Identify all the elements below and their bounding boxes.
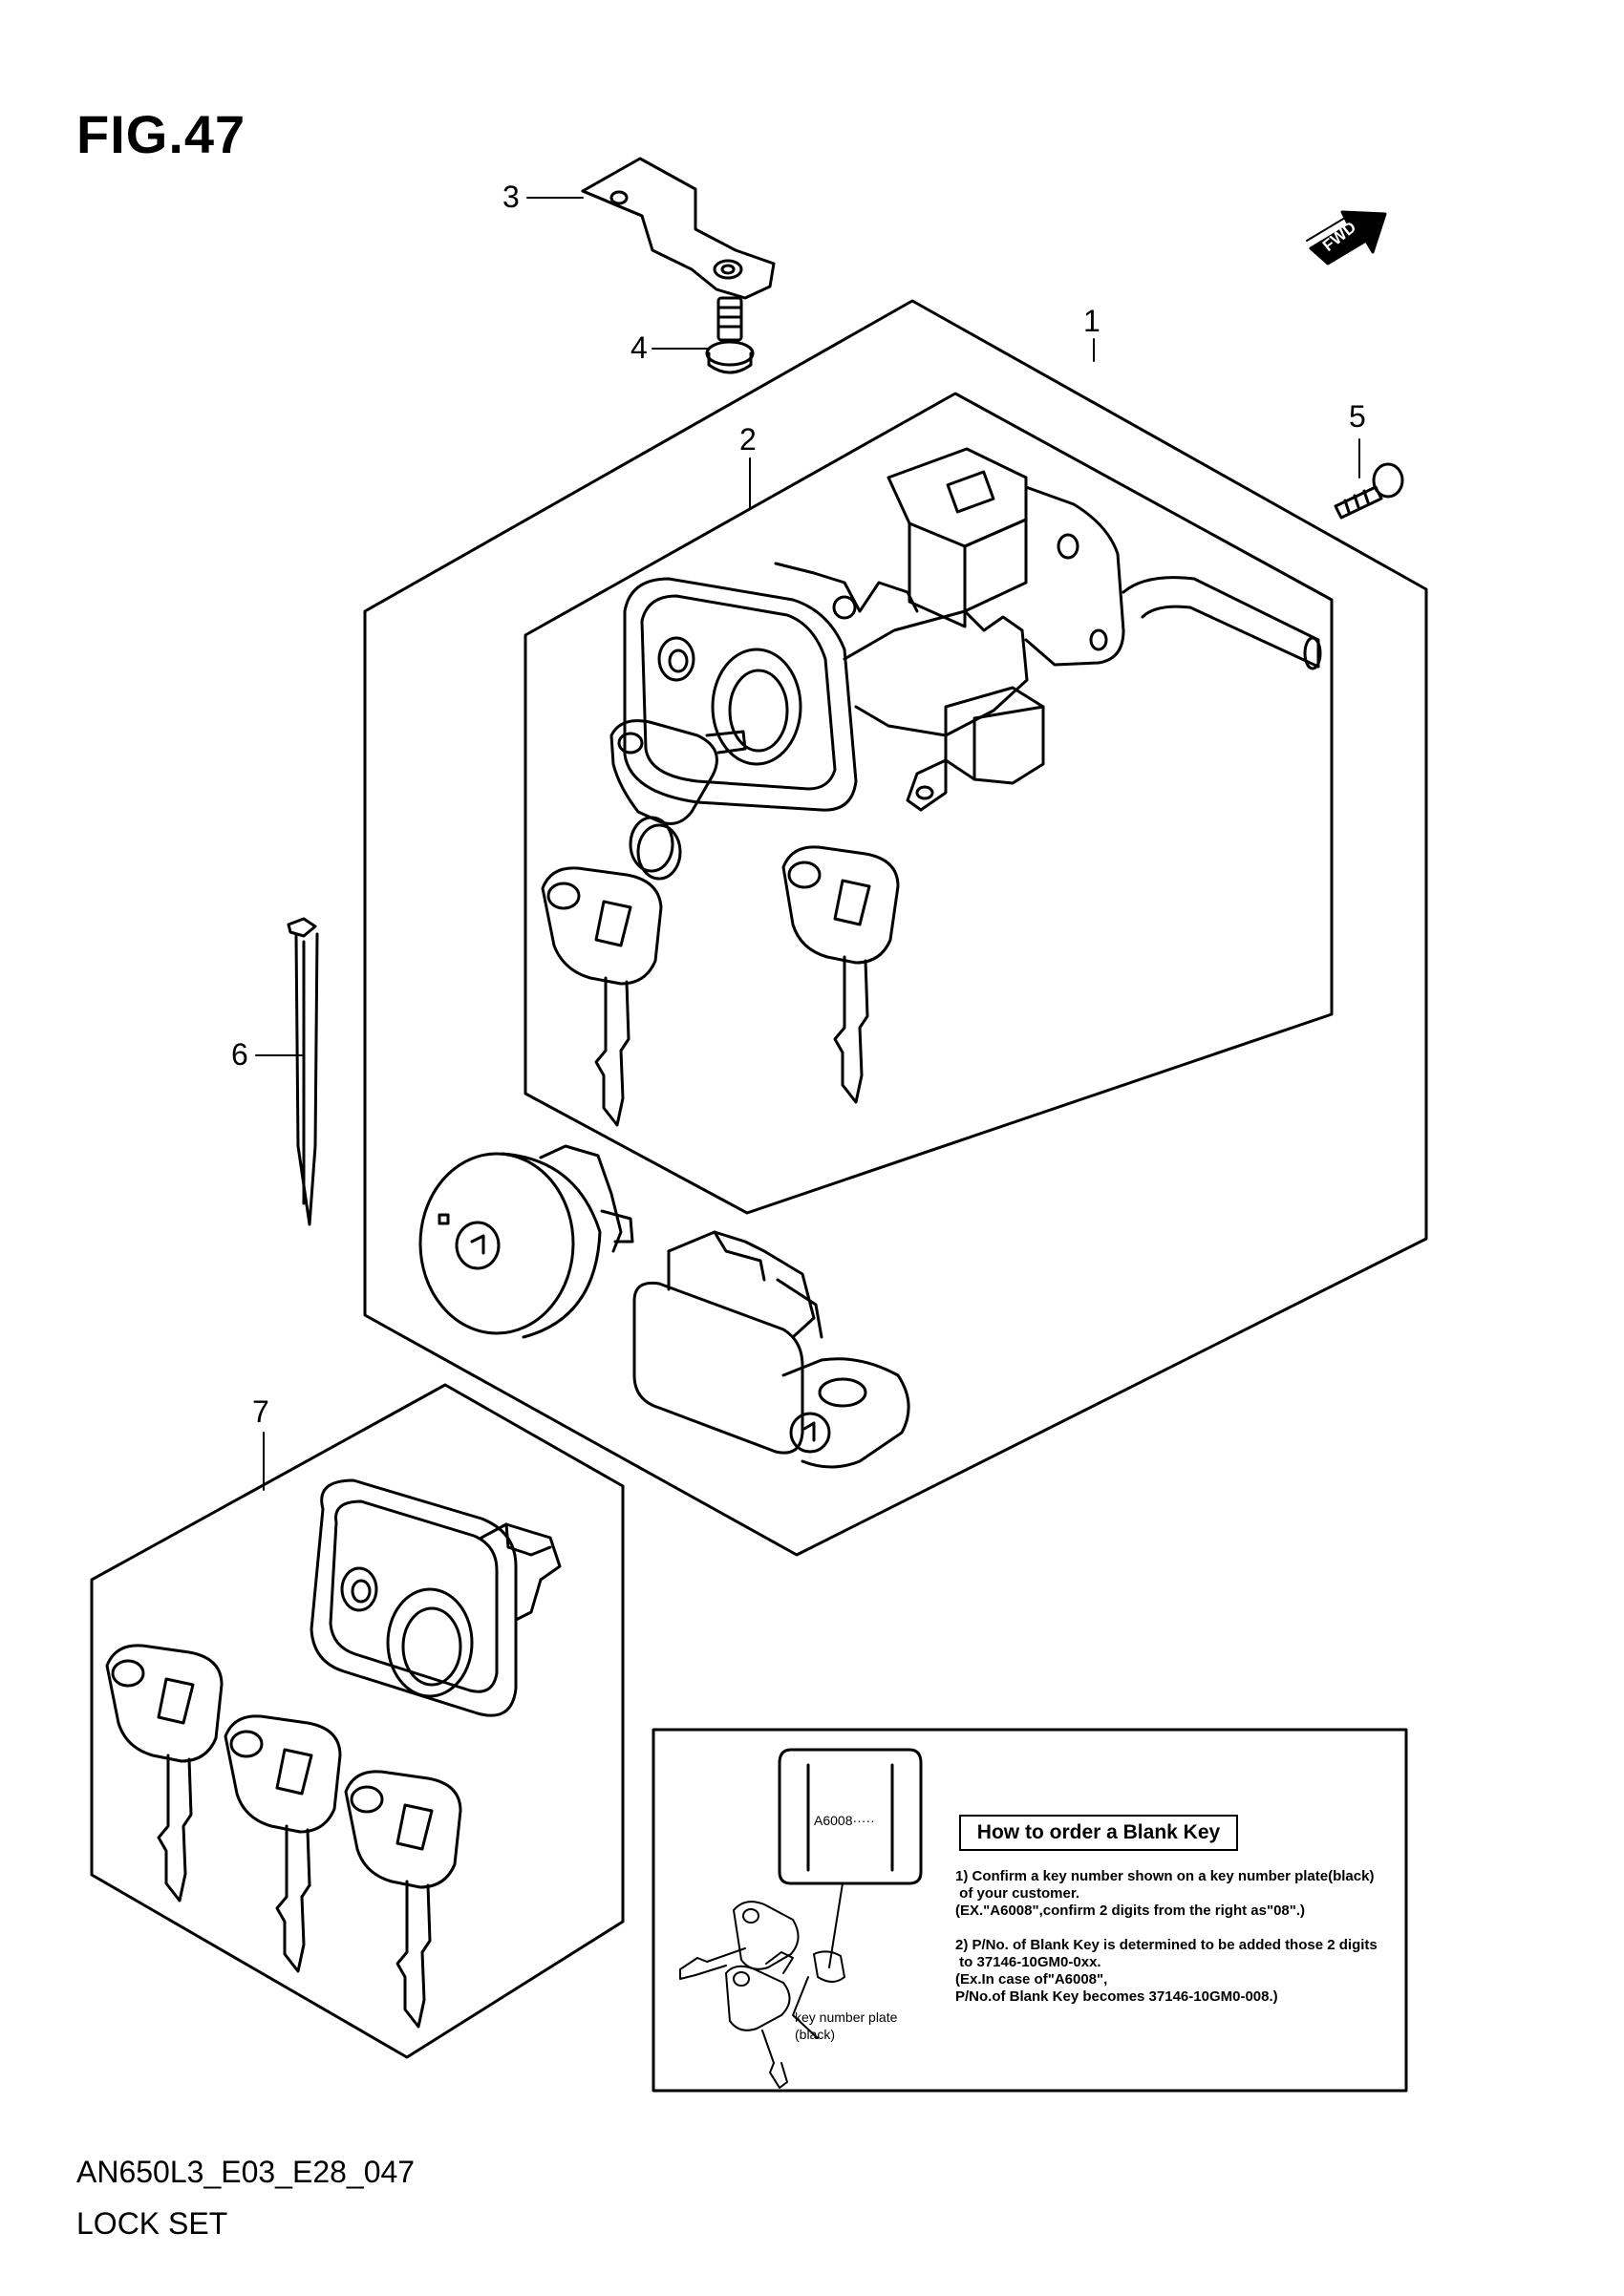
note-key-drawing: [679, 1901, 800, 2089]
cable-tie-part-6: [287, 917, 319, 1226]
callout-7: 7: [252, 1394, 269, 1429]
bolt-part-4: [705, 296, 755, 374]
blank-key-note-box: [652, 1728, 1408, 2093]
callout-5: 5: [1349, 399, 1366, 434]
note-step1-line-1: 1) Confirm a key number shown on a key n…: [955, 1868, 1375, 1884]
ignition-switch-outline-2: [524, 392, 1334, 1215]
key-number-plate-drawing: [778, 1748, 923, 2039]
plate-label-line-2: (black): [795, 2027, 836, 2042]
callout-6: 6: [231, 1037, 248, 1072]
note-step1-line-3: (EX."A6008",confirm 2 digits from the ri…: [955, 1903, 1306, 1919]
callout-1: 1: [1083, 304, 1100, 338]
fuel-cap-lock-drawing: [418, 1144, 634, 1339]
note-step2-line-4: P/No.of Blank Key becomes 37146-10GM0-00…: [955, 1988, 1278, 2005]
key-set-lock-drawing: [310, 1478, 562, 1717]
note-step2-line-1: 2) P/No. of Blank Key is determined to b…: [955, 1937, 1378, 1953]
key-set-key-1: [105, 1644, 224, 1903]
figure-name: LOCK SET: [76, 2206, 228, 2241]
figure-code: AN650L3_E03_E28_047: [76, 2155, 416, 2189]
plate-code: A6008·····: [814, 1813, 875, 1828]
ignition-switch-drawing: [609, 447, 1322, 881]
bracket-part-3: [581, 157, 776, 300]
note-heading: How to order a Blank Key: [959, 1815, 1238, 1851]
callout-3: 3: [502, 180, 520, 214]
key-set-outline-7: [90, 1383, 625, 2059]
plate-label-line-1: key number plate: [795, 2009, 898, 2025]
leader-lines: [255, 197, 1360, 1491]
note-step2-line-3: (Ex.In case of"A6008",: [955, 1971, 1108, 1988]
lock-set-outline-1: [363, 299, 1428, 1557]
figure-title: FIG.47: [76, 104, 246, 164]
ignition-key-right: [781, 845, 900, 1104]
callout-4: 4: [630, 330, 648, 365]
fwd-arrow-icon: [1306, 210, 1387, 266]
screw-part-5: [1334, 462, 1404, 520]
callout-2: 2: [739, 422, 757, 457]
key-set-key-3: [344, 1770, 462, 2029]
key-set-key-2: [224, 1714, 342, 1973]
note-step1-line-2: of your customer.: [955, 1885, 1080, 1902]
note-step2-line-2: to 37146-10GM0-0xx.: [955, 1954, 1101, 1970]
seat-lock-drawing: [632, 1230, 910, 1469]
ignition-key-left: [541, 866, 663, 1127]
